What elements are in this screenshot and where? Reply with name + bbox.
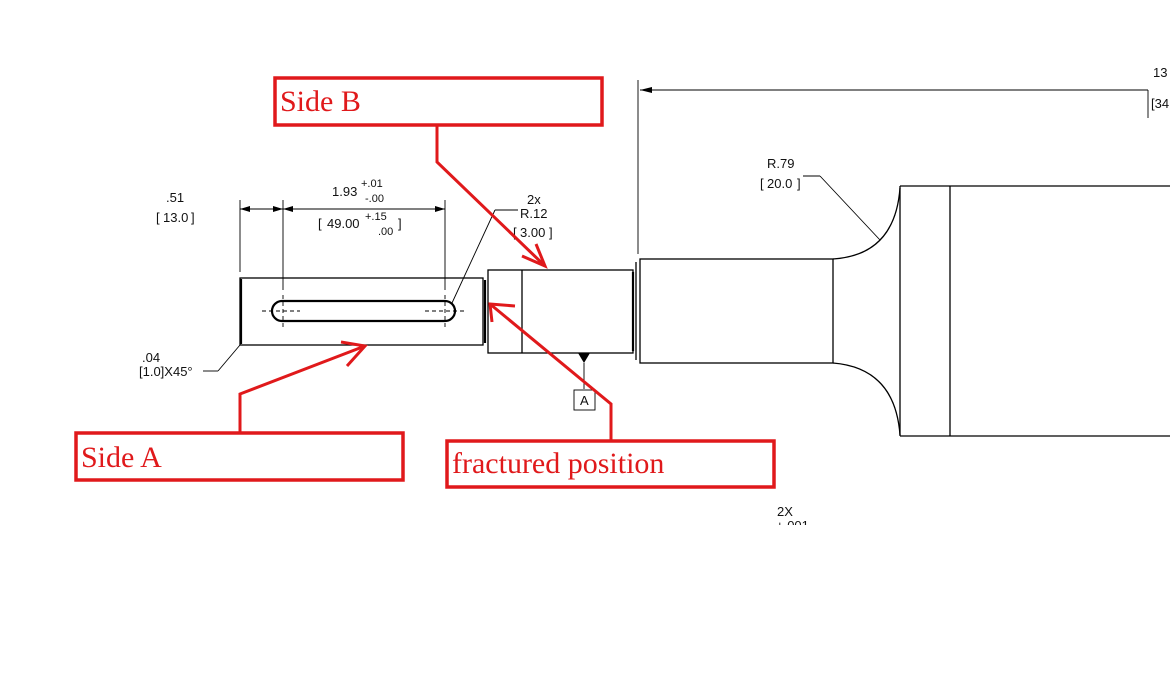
svg-text:]: ] [191, 210, 195, 225]
fractured-arrow [489, 302, 613, 441]
side-a-label: Side A [81, 441, 162, 474]
key-length-tol-minus-in: -.00 [365, 193, 384, 205]
key-offset-in: .51 [166, 190, 184, 205]
overall-mm: [34 [1151, 96, 1169, 111]
radius-in: R.12 [520, 206, 547, 221]
bottom-count: 2X [777, 504, 793, 519]
chamfer-in: .04 [142, 350, 160, 365]
radius-mm: 3.00 [520, 225, 545, 240]
key-length-mm: 49.00 [327, 216, 360, 231]
radius-count: 2x [527, 192, 541, 207]
key-length-tol-minus-mm: .00 [378, 226, 393, 238]
svg-text:[: [ [156, 210, 160, 225]
side-b-label: Side B [280, 85, 361, 118]
shaft-geometry [239, 185, 1170, 437]
annotations: Side B Side A fractured position [74, 76, 776, 489]
key-length-tol-plus-in: +.01 [361, 178, 383, 190]
fractured-label: fractured position [452, 447, 664, 480]
side-b-arrow [435, 125, 547, 268]
key-length-tol-plus-mm: +.15 [365, 211, 387, 223]
svg-text:[: [ [513, 225, 517, 240]
dimension-lines [203, 80, 1149, 411]
fillet-in: R.79 [767, 156, 794, 171]
key-offset-mm: 13.0 [163, 210, 188, 225]
side-a-section [239, 277, 484, 346]
datum-label: A [580, 393, 589, 408]
svg-text:]: ] [797, 176, 801, 191]
fillet-mm: 20.0 [767, 176, 792, 191]
svg-text:]: ] [549, 225, 553, 240]
overall-in: 13 [1153, 65, 1167, 80]
bearing-seat [487, 269, 634, 354]
svg-text:[: [ [318, 216, 322, 231]
svg-text:]: ] [398, 216, 402, 231]
svg-text:[: [ [760, 176, 764, 191]
main-body [639, 258, 834, 364]
chamfer-mm: [1.0]X45° [139, 364, 193, 379]
key-length-in: 1.93 [332, 184, 357, 199]
side-a-arrow [238, 344, 366, 433]
